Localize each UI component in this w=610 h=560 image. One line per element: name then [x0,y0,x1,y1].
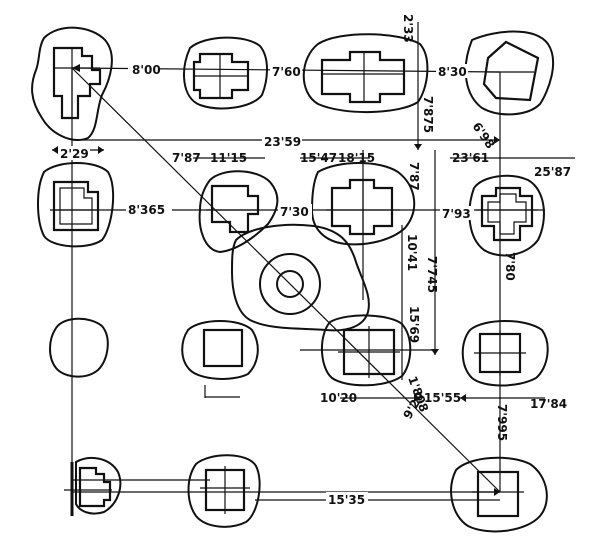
label-18-15: 18'15 [338,151,375,165]
pile-row3-3 [342,328,396,376]
arrow-head [52,146,58,154]
arrow-head [98,146,104,154]
label-2-29: 2'29 [60,147,89,161]
label-15-35: 15'35 [328,493,365,507]
label-25-87: 25'87 [534,165,571,179]
dimension-labels: 8'00 7'60 2'33 8'30 7'875 6'98 23'59 2'2… [58,14,571,507]
label-7-93: 7'93 [442,207,471,221]
pile-cap-top-left [31,26,113,141]
pile-cap-top-right [464,30,555,116]
label-7-745: 7'745 [425,256,439,293]
central-column-outer-ring [259,253,321,315]
pile-cap-mid-right [468,174,545,257]
label-15-47: 15'47 [300,151,337,165]
label-10-20: 10'20 [320,391,357,405]
pile-inner [59,187,93,225]
pile-cap-bottom-right [450,456,548,533]
pile-mid-3 [330,178,394,236]
pile-cap-row3-2 [181,320,259,380]
pile-cap-bottom-2 [187,454,261,528]
pile-cap-bottom-left [75,456,122,515]
pile-top-right [482,40,540,102]
label-8-30: 8'30 [438,65,467,79]
label-7-875: 7'875 [421,96,435,133]
arrow-head [414,144,422,150]
arrow-head [494,136,500,144]
label-8-365: 8'365 [128,203,165,217]
label-10-41: 10'41 [405,234,419,271]
central-column-inner-ring [276,270,304,298]
pile-cap-outlines [31,26,555,533]
arrow-head [494,488,500,496]
pile-mid-left [52,180,100,232]
label-23-61: 23'61 [452,151,489,165]
label-6-98: 6'98 [470,120,498,152]
pile-bottom-right [476,470,520,518]
arrow-head [460,394,466,402]
pile-cap-top-3 [302,33,429,114]
label-15-55: 15'55 [424,391,461,405]
pile-bottom-left [78,466,112,508]
central-excavation-outline [231,223,370,332]
survey-line-diagonal [71,67,501,493]
pile-mid-right [480,186,534,242]
arrow-head [72,64,80,72]
pile-cap-row3-3 [320,314,412,387]
pile-top-left [52,46,102,120]
pile-top-3 [320,50,406,104]
label-7-87-left: 7'87 [172,151,201,165]
pile-inner [487,193,527,235]
pile-cap-top-2 [183,36,268,110]
pile-footprints [52,40,540,518]
arrow-head [414,394,420,402]
label-17-84: 17'84 [530,397,567,411]
label-8-00: 8'00 [132,63,161,77]
pile-cap-mid-2 [198,170,279,253]
pile-cap-row3-left [49,317,109,378]
label-11-15: 11'15 [210,151,247,165]
arrow-head [431,349,439,355]
central-column [259,253,321,315]
pile-cap-row3-right [461,320,549,387]
label-15-69: 15'69 [407,306,421,343]
label-2-33: 2'33 [401,14,415,43]
label-7-87-right: 7'87 [407,162,421,191]
label-7-80: 7'80 [503,252,517,281]
pile-cap-mid-left [37,162,115,248]
label-7-60: 7'60 [272,65,301,79]
arrow-markers [52,64,500,496]
label-7-30: 7'30 [280,205,309,219]
pile-row3-2 [202,328,244,368]
pile-top-2 [192,52,250,100]
label-7-995: 7'995 [495,404,509,441]
pile-mid-2 [210,184,260,234]
label-23-59: 23'59 [264,135,301,149]
